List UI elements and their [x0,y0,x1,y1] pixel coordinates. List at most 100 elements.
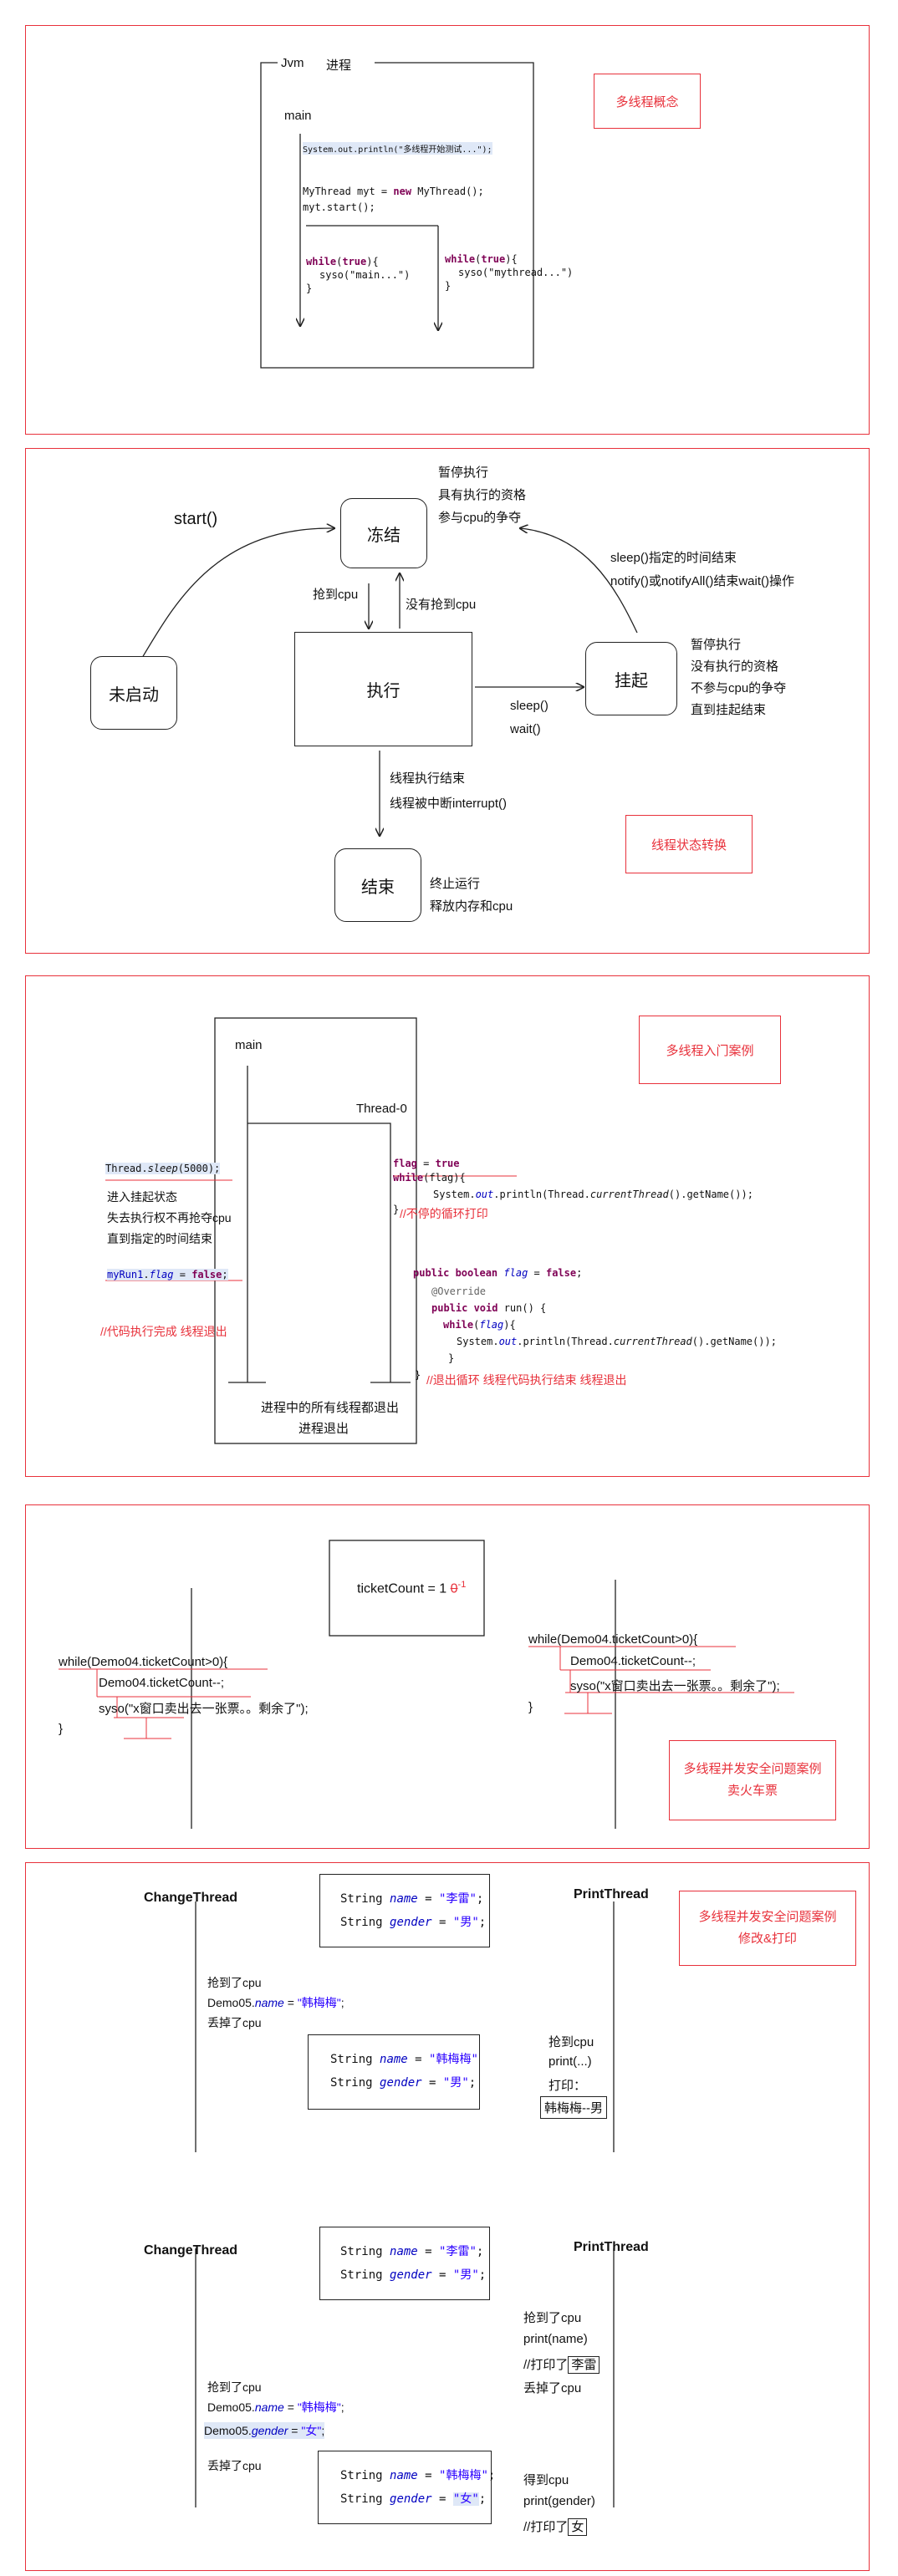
state-not-started: 未启动 [90,656,177,730]
frozen-note-3: 参与cpu的争夺 [438,511,522,525]
state-suspended: 挂起 [585,642,677,715]
sleep-end-label: sleep()指定的时间结束 [610,551,737,565]
tag-ticket-case: 多线程并发安全问题案例 卖火车票 [669,1740,836,1820]
change-thread-label-b: ChangeThread [144,2243,238,2258]
sleep-call: Thread.sleep(5000); [105,1163,221,1174]
panel-thread-concept [25,25,870,435]
obj-a2-gender: String gender = "男"; [330,2076,477,2090]
main-while-1: while(true){ [306,256,379,267]
ticket-count-label: ticketCount = 1 0-1 [357,1580,466,1596]
pt2-grab2: 得到cpu [523,2473,569,2487]
tag-thread-concept: 多线程概念 [594,74,701,129]
grab-cpu-b: 抢到了cpu [207,2380,262,2394]
lose-cpu-b: 丢掉了cpu [207,2459,262,2472]
jvm-label: Jvm [281,56,304,70]
state-running-label: 执行 [366,682,401,700]
obj-b2-gender: String gender = "女"; [340,2492,487,2506]
close-inner-code: } [448,1352,455,1364]
ticket-struck: 0 [450,1581,458,1596]
state-frozen: 冻结 [340,498,427,568]
pt2-printed-gender: //打印了女 [523,2517,588,2536]
obj-b2-name: String name = "韩梅梅"; [340,2469,496,2482]
while-flag-code: while(flag){ [393,1172,466,1184]
grab-cpu-a: 抢到了cpu [207,1976,262,1989]
print-name-code: System.out.println(Thread.currentThread(… [433,1189,753,1200]
tag-modify-print: 多线程并发安全问题案例 修改&打印 [679,1891,856,1966]
p3-main-label: main [235,1038,263,1052]
obj-b1-name: String name = "李雷"; [340,2245,484,2258]
lose-cpu-a: 丢掉了cpu [207,2016,262,2029]
main-while-3: } [306,283,313,294]
panel-state-transition [25,448,870,954]
sleep-note-2: 失去执行权不再抢夺cpu [107,1211,232,1224]
panel-intro-case [25,975,870,1477]
suspend-return-arc [520,528,638,634]
thread-while-3: } [445,280,452,292]
left-code-1: while(Demo04.ticketCount>0){ [59,1655,228,1669]
print-name2-code: System.out.println(Thread.currentThread(… [457,1336,777,1347]
right-code-4: } [528,1700,533,1714]
right-code-1: while(Demo04.ticketCount>0){ [528,1632,698,1647]
shared-obj-b2: String name = "韩梅梅"; String gender = "女"… [318,2451,496,2524]
frozen-note-2: 具有执行的资格 [438,488,527,502]
pt2-print-name: print(name) [523,2332,588,2346]
panel-modify-print-case [25,1862,870,2571]
loop-comment: //不停的循环打印 [400,1207,488,1220]
ticket-box [329,1540,485,1637]
change-thread-label-a: ChangeThread [144,1891,238,1905]
state-ended: 结束 [334,848,421,922]
new-thread-code: MyThread myt = new MyThread(); [303,186,484,197]
right-code-3: syso("x窗口卖出去一张票。。剩余了"); [570,1679,780,1693]
wait-label: wait() [510,722,541,736]
left-code-2: Demo04.ticketCount--; [99,1676,225,1690]
override-code: @Override [431,1285,487,1297]
tag-intro-case: 多线程入门案例 [639,1016,781,1084]
main-end-comment: //代码执行完成 线程退出 [100,1325,227,1338]
sleep-note-1: 进入挂起状态 [107,1190,177,1204]
close-outer-code: } [415,1369,421,1381]
set-flag-code: myRun1.flag = false; [107,1269,228,1280]
main-while-2: syso("main...") [319,269,411,281]
tag-ticket-line2: 卖火车票 [727,1784,778,1798]
pt2-printed-label2: //打印了 [523,2520,569,2534]
flag-true-code: flag = true [393,1158,460,1169]
obj-a2-name: String name = "韩梅梅" [330,2053,478,2066]
tag-modify-line2: 修改&打印 [737,1932,797,1946]
end-reason-1: 线程执行结束 [390,771,466,786]
end-reason-2: 线程被中断interrupt() [390,797,508,811]
set-name-b: Demo05.name = "韩梅梅"; [207,2400,344,2414]
close-brace-code: } [393,1204,400,1215]
susp-note-4: 直到挂起结束 [691,703,767,717]
pt2-lose: 丢掉了cpu [523,2381,582,2395]
pt2-name-out: 李雷 [568,2356,600,2374]
grab-cpu-label: 抢到cpu [313,588,359,602]
tag-state-transition: 线程状态转换 [625,815,753,873]
susp-note-3: 不参与cpu的争夺 [691,681,787,695]
pt2-grab: 抢到了cpu [523,2311,582,2325]
set-name-a: Demo05.name = "韩梅梅"; [207,1996,344,2009]
println-code: System.out.println("多线程开始测试..."); [303,142,492,155]
p1-jvm-frame [260,62,534,369]
pt-print-label-a: 打印： [548,2079,587,2093]
shared-obj-a1: String name = "李雷"; String gender = "男"; [319,1874,490,1947]
thread-while-1: while(true){ [445,253,518,265]
obj-b1-gender: String gender = "男"; [340,2268,487,2282]
right-code-2: Demo04.ticketCount--; [570,1654,696,1668]
process-label: 进程 [326,59,352,73]
end-note-1: 终止运行 [430,877,481,891]
no-grab-cpu-label: 没有抢到cpu [406,598,477,612]
p3-thread0-label: Thread-0 [356,1102,407,1116]
main-label: main [284,109,312,123]
tag-modify-line1: 多线程并发安全问题案例 [698,1910,837,1924]
state-running: 执行 [294,632,472,746]
p1-thread-lines [300,134,438,330]
pt-grab-a: 抢到cpu [548,2035,594,2049]
pt2-gender-out: 女 [568,2518,588,2536]
p3-process-frame [214,1017,417,1444]
flag-decl-code: public boolean flag = false; [413,1267,583,1279]
panel-ticket-case [25,1504,870,1849]
obj-a1-gender: String gender = "男"; [340,1916,487,1929]
pt2-print-gender: print(gender) [523,2494,595,2508]
print-thread-label-a: PrintThread [574,1887,649,1901]
